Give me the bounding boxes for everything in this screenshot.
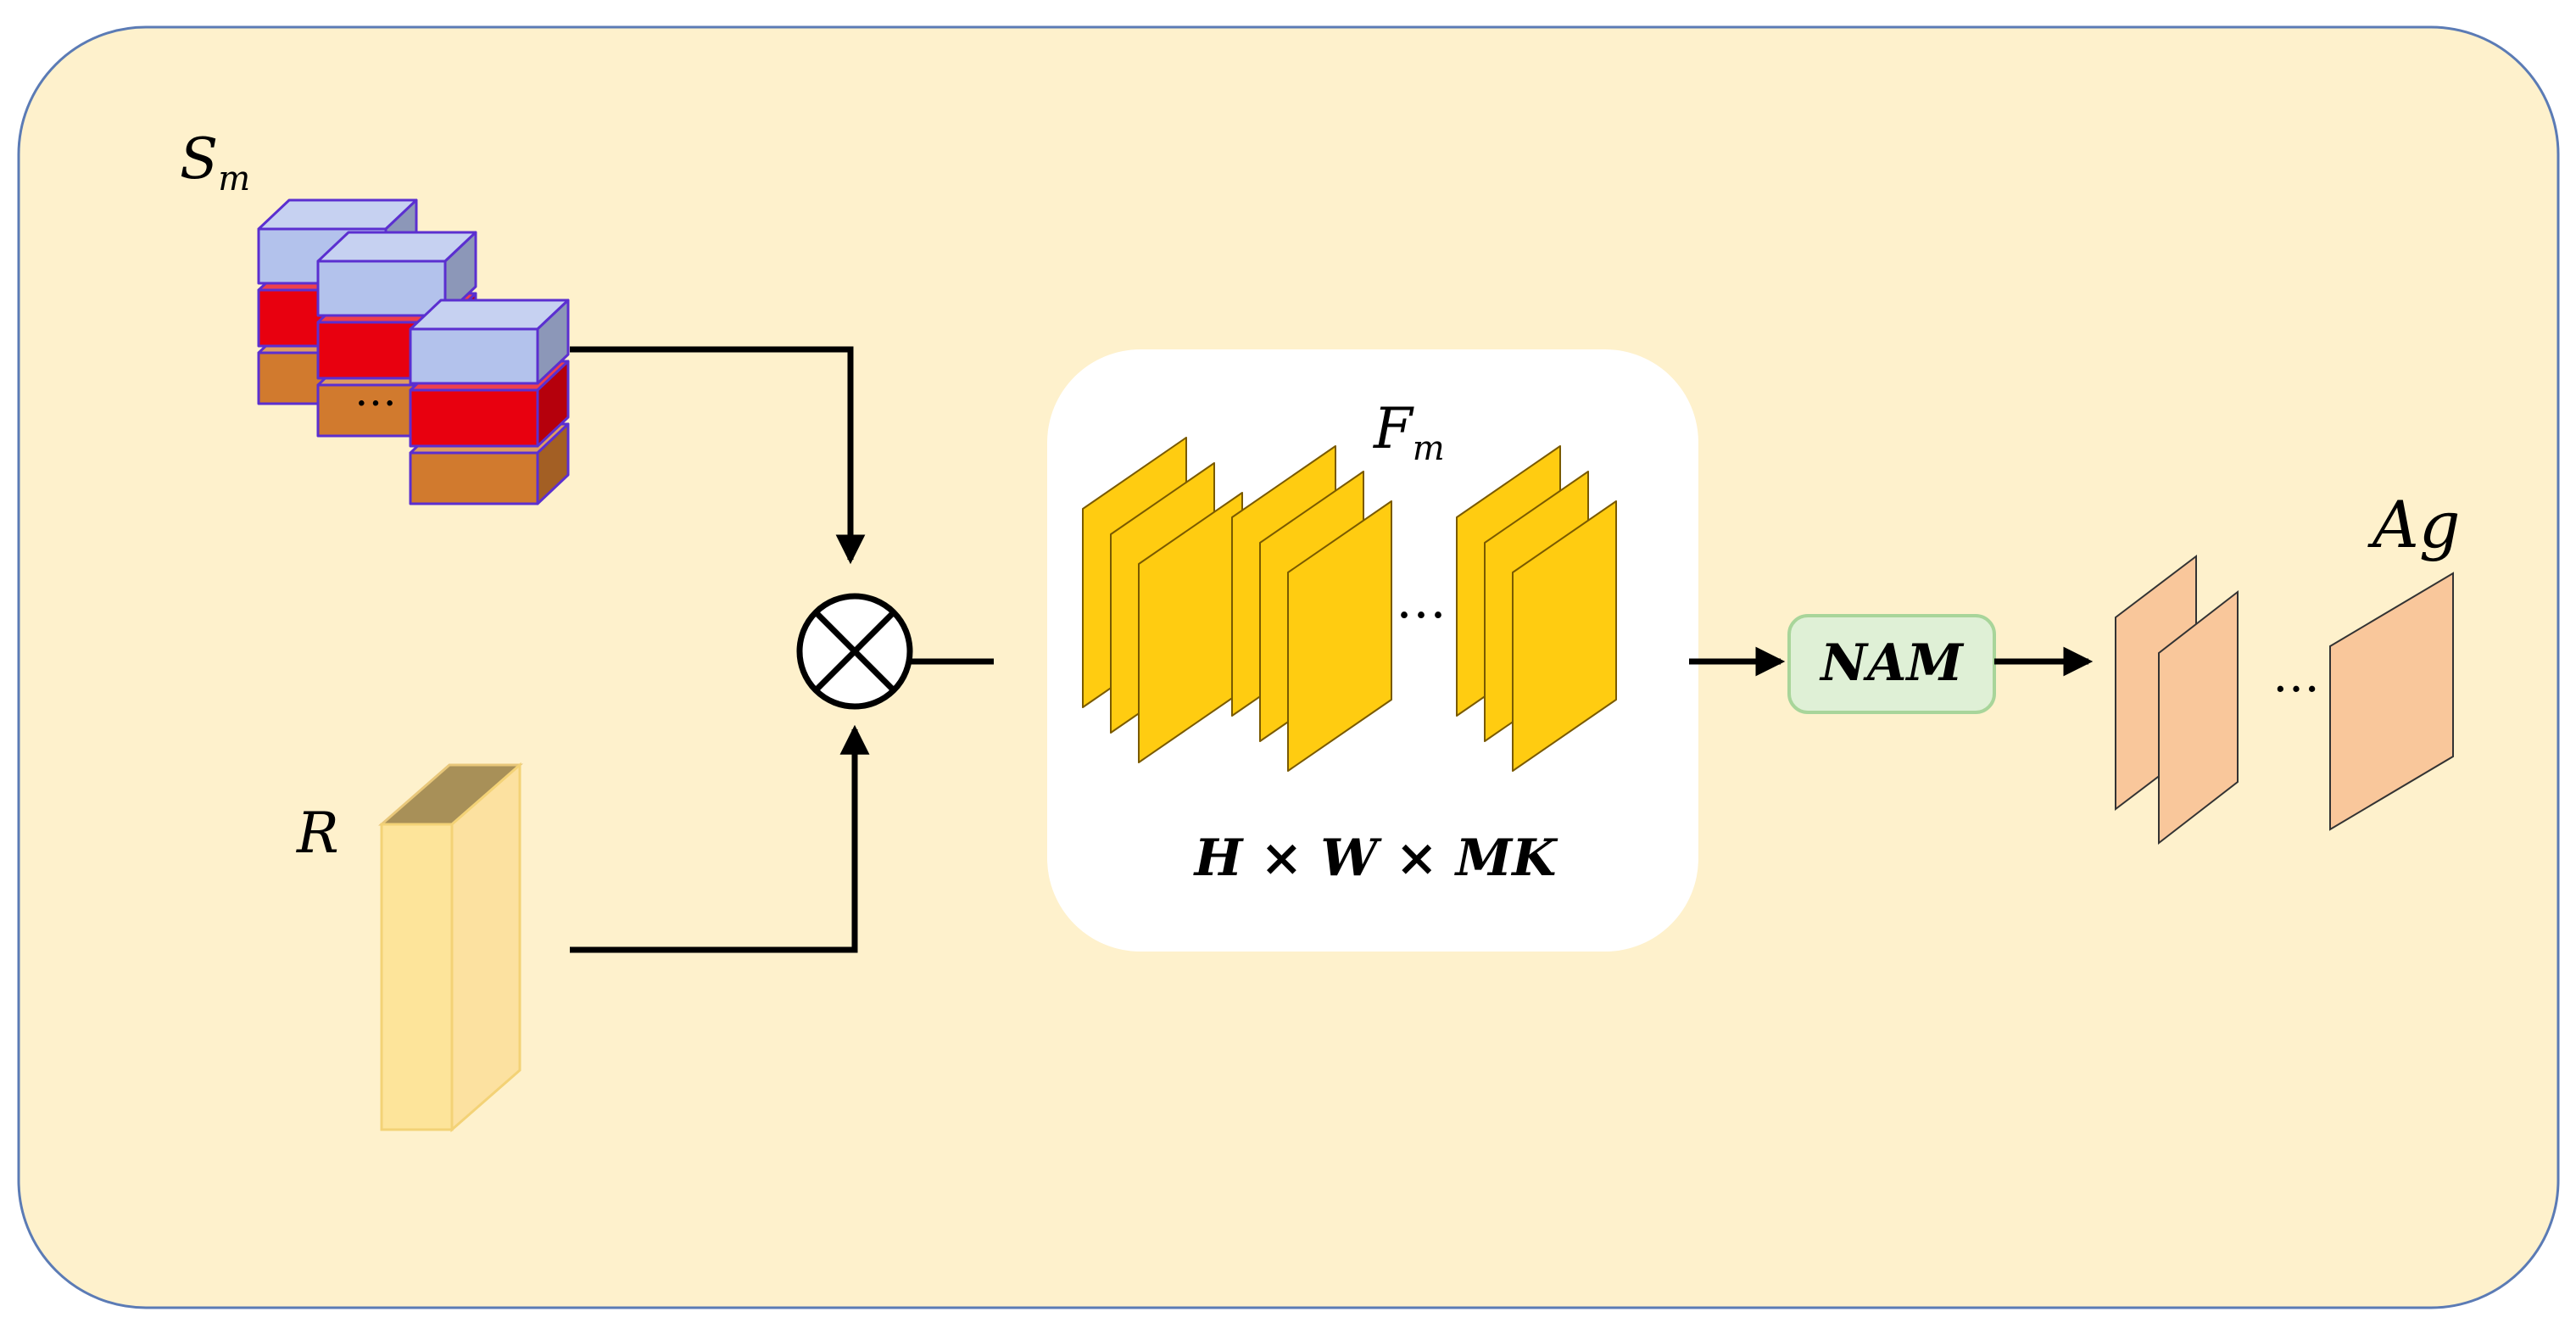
fm-feature-map-3-3 <box>1512 500 1617 772</box>
s-m-block-2-blue <box>316 231 477 317</box>
s-m-block-3-blue <box>409 299 570 385</box>
multiply-operator-icon <box>796 593 913 710</box>
nam-label: NAM <box>1819 634 1964 693</box>
ag-label: Ag <box>2367 487 2461 562</box>
r-label: R <box>296 801 339 866</box>
s-m-feature-stack <box>257 198 570 505</box>
ag-output-maps <box>2115 554 2454 846</box>
arrow-sm-to-multiply <box>570 346 866 565</box>
fm-feature-maps <box>1082 437 1617 772</box>
fm-ellipsis: … <box>1396 571 1447 630</box>
arrow-r-to-multiply <box>570 724 870 953</box>
ag-ellipsis: … <box>2272 648 2320 703</box>
s-m-label: Sm <box>180 126 250 198</box>
r-block <box>378 762 523 1133</box>
fm-dimensions-label: H × W × MK <box>1193 829 1559 888</box>
fm-feature-map-2-3 <box>1287 500 1392 772</box>
s-m-ellipsis: … <box>354 366 397 416</box>
fm-label: Fm <box>1373 396 1445 468</box>
